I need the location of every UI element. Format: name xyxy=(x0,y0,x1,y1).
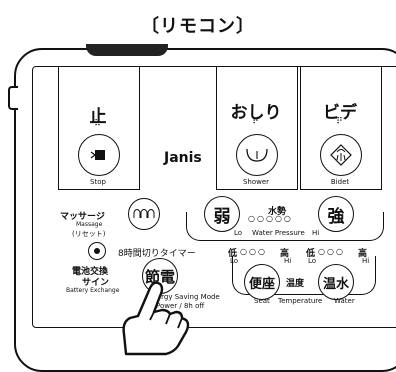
brand-logo: Janis xyxy=(164,150,202,166)
seat-hi: Hi xyxy=(284,257,292,265)
battery-indicator xyxy=(88,242,106,260)
bidet-label: Bidet xyxy=(330,178,350,186)
bidet-spray-icon xyxy=(330,144,352,166)
water-temp-button[interactable]: 温水 xyxy=(318,264,354,300)
shower-label: Shower xyxy=(242,178,270,186)
shower-braille: ⠗ xyxy=(252,117,260,127)
water-temp-high: 高 xyxy=(358,249,368,259)
pressure-label: Water Pressure xyxy=(252,229,305,237)
stop-icon xyxy=(90,150,105,160)
water-pressure-kanji: 水勢 xyxy=(268,207,287,217)
energy-saving-label: Energy Saving Mode xyxy=(148,293,220,301)
remote-top-sensor xyxy=(86,44,168,56)
temperature-label: Temperature xyxy=(278,297,323,305)
remote-side-tab xyxy=(8,86,18,110)
seat-lo: Lo xyxy=(230,257,239,265)
pressure-hi: Hi xyxy=(312,229,320,237)
temperature-kanji: 温度 xyxy=(286,279,305,289)
pressure-strong-button[interactable]: 強 xyxy=(318,196,354,232)
water-hi: Hi xyxy=(362,257,370,265)
battery-label: 電池交換 xyxy=(72,267,109,277)
energy-saving-sub-label: Power / 8h off xyxy=(156,302,205,310)
bidet-kanji: ビデ xyxy=(323,103,357,123)
wave-icon xyxy=(133,209,155,218)
stop-kanji: 止 xyxy=(89,107,107,127)
seat-temp-high: 高 xyxy=(280,249,290,259)
battery-sign-label: サイン xyxy=(82,278,110,288)
pointing-hand-icon xyxy=(122,281,190,356)
timer-label: 8時間切りタイマー xyxy=(118,249,196,259)
shower-kanji: おしり xyxy=(230,103,282,123)
seat-label: Seat xyxy=(254,297,270,305)
bidet-braille: ⠟ xyxy=(336,117,344,127)
battery-lamp-icon xyxy=(94,248,100,254)
water-label: Water xyxy=(334,297,355,305)
massage-sub-label: Massage xyxy=(76,221,103,228)
pressure-weak-button[interactable]: 弱 xyxy=(204,196,240,232)
water-pressure-bracket xyxy=(186,212,384,241)
water-lo: Lo xyxy=(308,257,317,265)
stop-braille: ⠿ xyxy=(94,119,102,129)
bottom-icon xyxy=(246,148,268,162)
pressure-lo: Lo xyxy=(234,229,243,237)
stop-button[interactable] xyxy=(78,134,120,176)
battery-en-label: Battery Exchange xyxy=(66,287,120,294)
pressure-level-dots: ○○○○○ xyxy=(248,214,293,223)
stop-label: Stop xyxy=(90,178,106,186)
water-level-dots: ○○○ xyxy=(318,247,345,256)
water-temp-low: 低 xyxy=(306,249,316,259)
massage-label: マッサージ xyxy=(60,212,105,222)
massage-reset-label: (リセット) xyxy=(72,230,106,238)
temperature-bracket xyxy=(232,256,376,295)
seat-temp-button[interactable]: 便座 xyxy=(244,264,280,300)
page-title: 〔リモコン〕 xyxy=(141,16,255,37)
bidet-button[interactable] xyxy=(320,134,362,176)
massage-button[interactable] xyxy=(128,198,160,230)
shower-button[interactable] xyxy=(236,134,278,176)
seat-level-dots: ○○○ xyxy=(240,247,267,256)
seat-temp-low: 低 xyxy=(228,249,238,259)
